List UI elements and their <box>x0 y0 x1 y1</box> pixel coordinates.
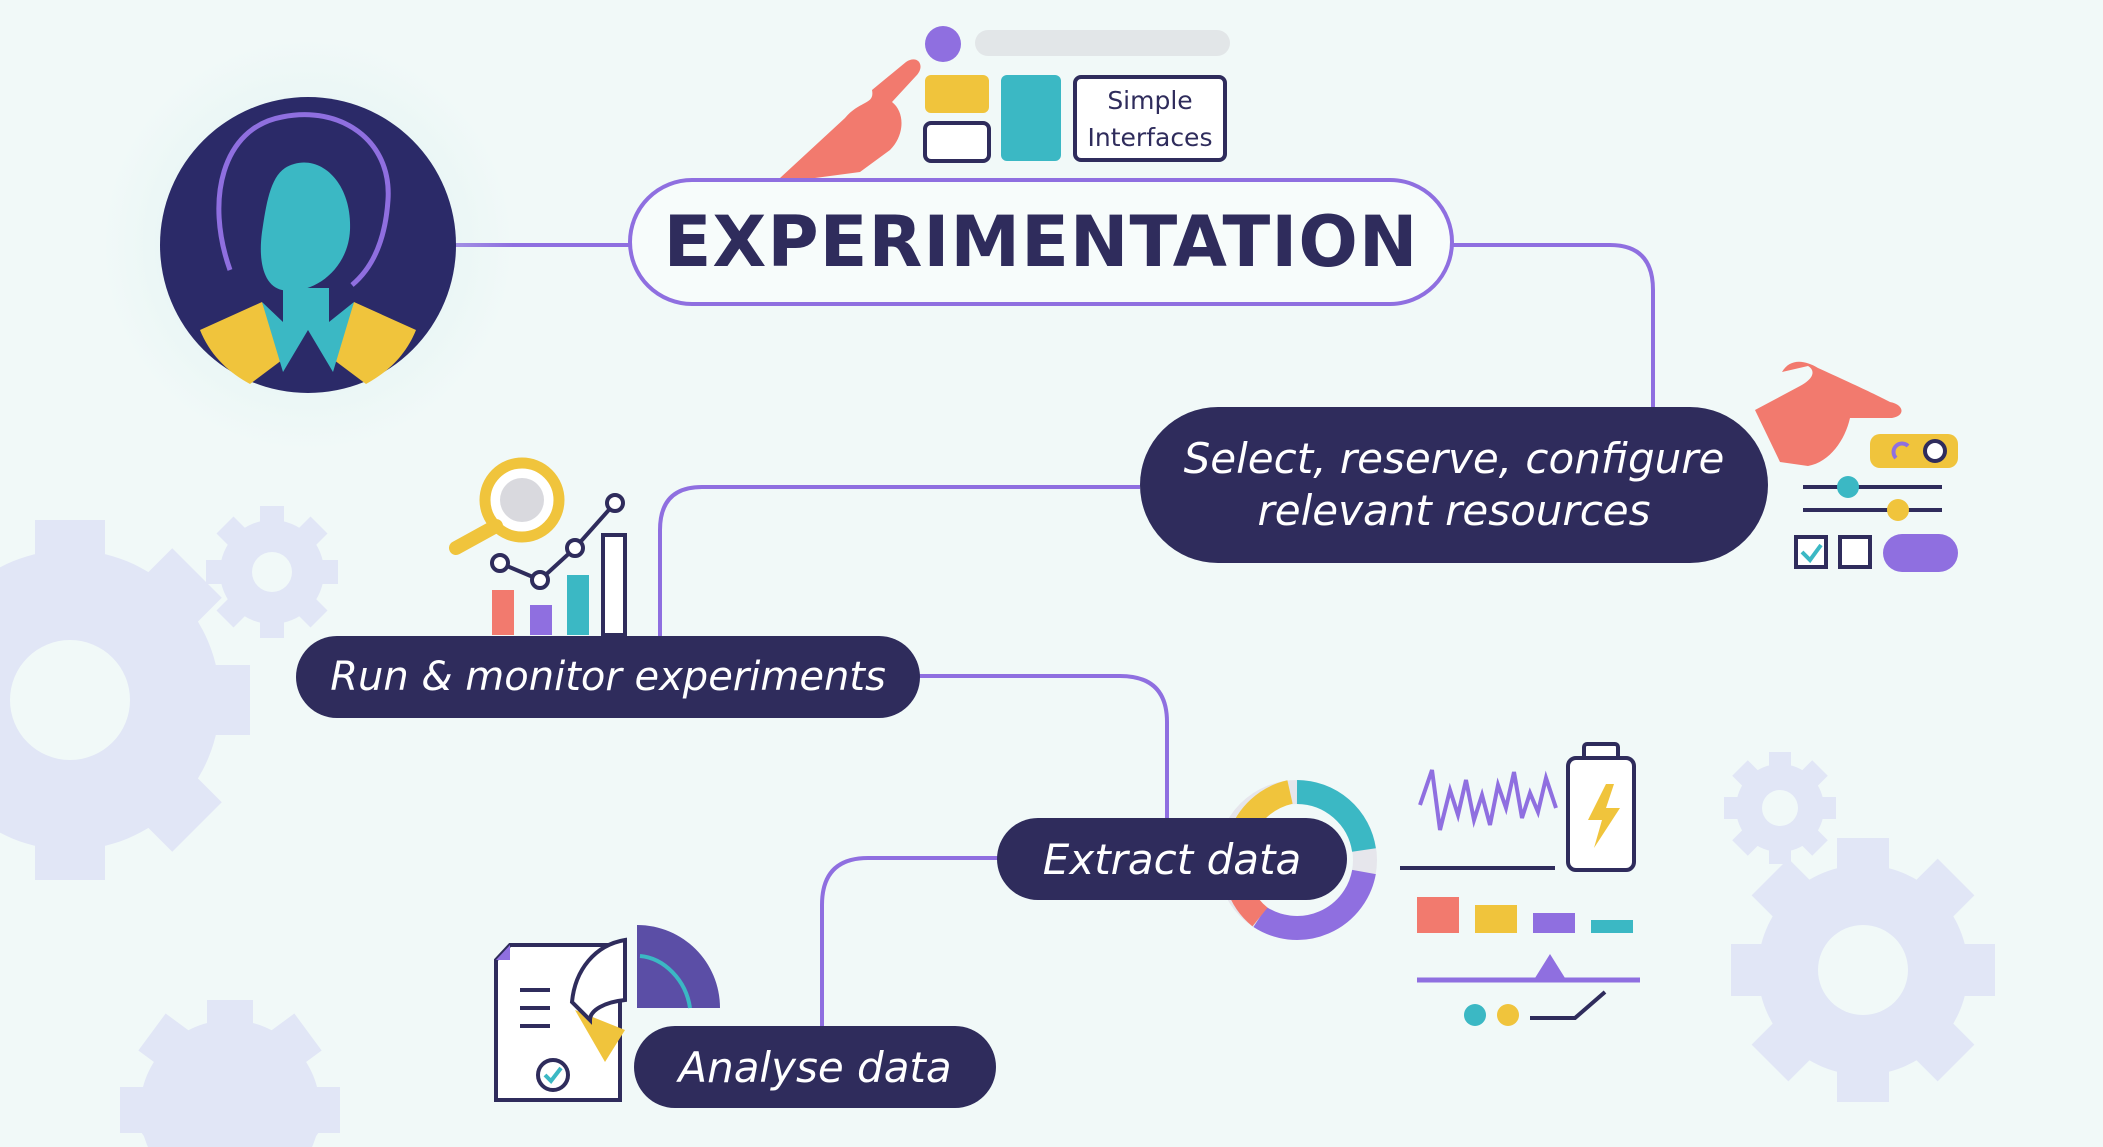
step-select-line1: Select, reserve, configure <box>1183 434 1725 483</box>
step-analyse-data: Analyse data <box>634 1026 996 1108</box>
step-select-line2: relevant resources <box>1257 486 1651 535</box>
pointing-hand-icon <box>780 59 921 178</box>
step-run-label: Run & monitor experiments <box>330 654 886 700</box>
equalizer-bars-icon <box>1417 897 1640 1026</box>
simple-interfaces-label: Simple Interfaces <box>1073 75 1227 162</box>
step-extract-label: Extract data <box>1042 834 1302 884</box>
page-title: EXPERIMENTATION <box>663 201 1419 283</box>
gear-icon <box>206 506 338 638</box>
ui-widgets-icon <box>923 26 1230 163</box>
waveform-icon <box>1400 769 1558 870</box>
step-select-resources: Select, reserve, configure relevant reso… <box>1140 407 1768 563</box>
simple-interfaces-line2: Interfaces <box>1087 122 1213 152</box>
gear-icon <box>1731 838 1995 1102</box>
pointing-hand-icon <box>1755 361 1902 466</box>
magnifier-chart-icon <box>449 457 627 637</box>
gear-icon <box>1724 752 1836 864</box>
title-pill: EXPERIMENTATION <box>628 178 1454 306</box>
step-extract-data: Extract data <box>997 818 1347 900</box>
settings-panel-icon <box>1794 434 1958 572</box>
step-run-monitor: Run & monitor experiments <box>296 636 920 718</box>
person-avatar-icon <box>103 40 513 450</box>
gear-icon <box>120 1000 340 1147</box>
step-analyse-label: Analyse data <box>678 1042 952 1092</box>
battery-icon <box>1566 742 1636 872</box>
gear-icon <box>0 520 250 880</box>
simple-interfaces-line1: Simple <box>1107 85 1193 115</box>
flow-connectors <box>455 243 1655 1026</box>
document-chart-icon <box>494 925 720 1102</box>
